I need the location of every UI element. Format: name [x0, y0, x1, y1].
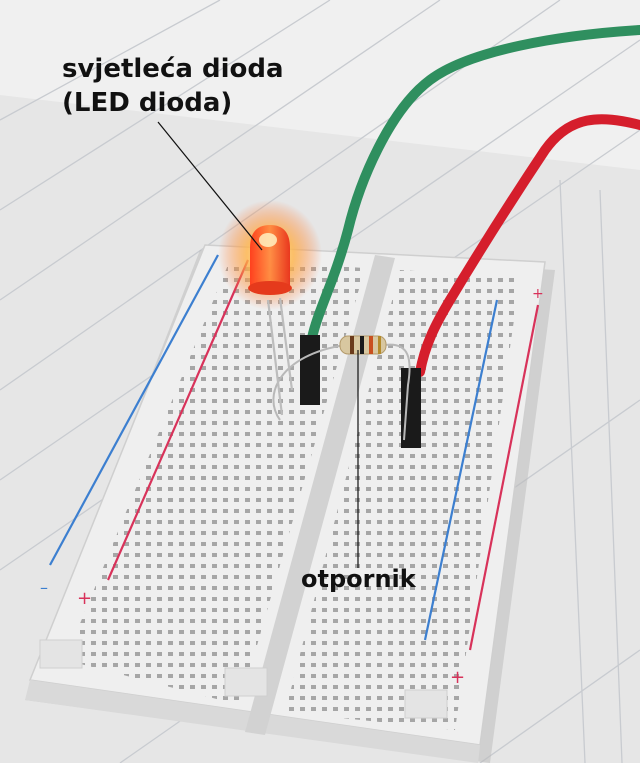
plus-symbol: +: [450, 667, 465, 688]
rail-red-right: [468, 304, 540, 651]
rail-red-left: [106, 259, 250, 581]
led-annotation: svjetleća dioda (LED dioda): [62, 52, 284, 120]
led-annotation-line2: (LED dioda): [62, 88, 233, 118]
plus-symbol: +: [532, 286, 544, 302]
rail-blue-left: [49, 254, 219, 566]
green-wire-connector: [300, 335, 320, 405]
red-wire: [415, 114, 640, 377]
resistor-annotation: otpornik: [301, 565, 416, 593]
led-annotation-line1: svjetleća dioda: [62, 54, 284, 84]
resistor: [272, 335, 411, 441]
rail-blue-right: [423, 299, 499, 641]
minus-symbol: –: [40, 578, 48, 597]
led-leader-line: [157, 121, 263, 251]
red-wire-connector: [401, 368, 421, 448]
plus-symbol: +: [77, 588, 92, 609]
green-wire: [307, 25, 640, 343]
